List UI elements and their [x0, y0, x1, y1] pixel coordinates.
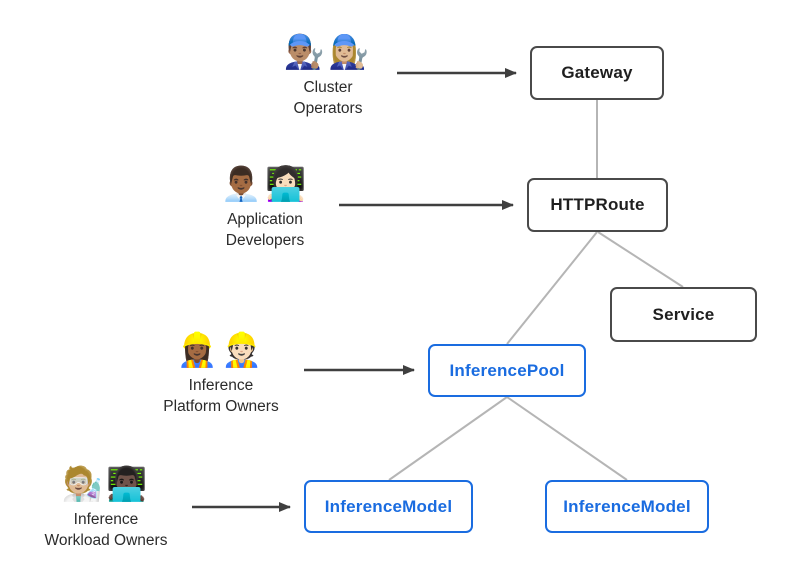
- node-label: HTTPRoute: [550, 195, 645, 214]
- connector-httproute-service: [597, 231, 684, 288]
- persona-label-line: Platform Owners: [163, 398, 279, 415]
- persona-application-developers: 👨🏾‍💼👩🏻‍💻 Application Developers: [170, 162, 360, 251]
- persona-label-line: Developers: [225, 232, 305, 249]
- node-label: InferencePool: [449, 360, 565, 380]
- application-developers-emoji-icon: 👨🏾‍💼👩🏻‍💻: [220, 165, 310, 202]
- inference-platform-owners-emoji-icon: 👷🏾‍♀️👷🏻: [176, 331, 266, 368]
- persona-label-line: Inference: [73, 511, 139, 528]
- cluster-operators-emoji-icon: 👨🏽‍🔧👩🏼‍🔧: [283, 33, 373, 70]
- persona-label-line: Inference: [188, 377, 254, 394]
- connector-httproute-inferencepool: [506, 231, 598, 345]
- node-gateway: Gateway: [530, 46, 664, 100]
- node-label: InferenceModel: [324, 496, 453, 516]
- node-inferencepool: InferencePool: [428, 344, 586, 397]
- persona-label-line: Application: [227, 211, 303, 228]
- persona-label-line: Cluster: [303, 79, 353, 96]
- persona-label-line: Operators: [293, 100, 363, 117]
- node-service: Service: [610, 287, 757, 342]
- persona-inference-platform-owners: 👷🏾‍♀️👷🏻 Inference Platform Owners: [126, 328, 316, 417]
- persona-inference-workload-owners: 🧑🏼‍🔬👨🏿‍💻 Inference Workload Owners: [11, 462, 201, 551]
- persona-label-line: Workload Owners: [44, 532, 168, 549]
- persona-cluster-operators: 👨🏽‍🔧👩🏼‍🔧 Cluster Operators: [233, 30, 423, 119]
- node-label: Service: [652, 304, 715, 324]
- connector-inferencepool-inferencemodel-1: [388, 396, 508, 481]
- node-label: Gateway: [561, 63, 633, 82]
- connector-inferencepool-inferencemodel-2: [506, 396, 628, 481]
- node-httproute: HTTPRoute: [527, 178, 668, 232]
- node-inferencemodel-1: InferenceModel: [304, 480, 473, 533]
- node-inferencemodel-2: InferenceModel: [545, 480, 709, 533]
- inference-workload-owners-emoji-icon: 🧑🏼‍🔬👨🏿‍💻: [61, 465, 151, 502]
- node-label: InferenceModel: [563, 496, 691, 516]
